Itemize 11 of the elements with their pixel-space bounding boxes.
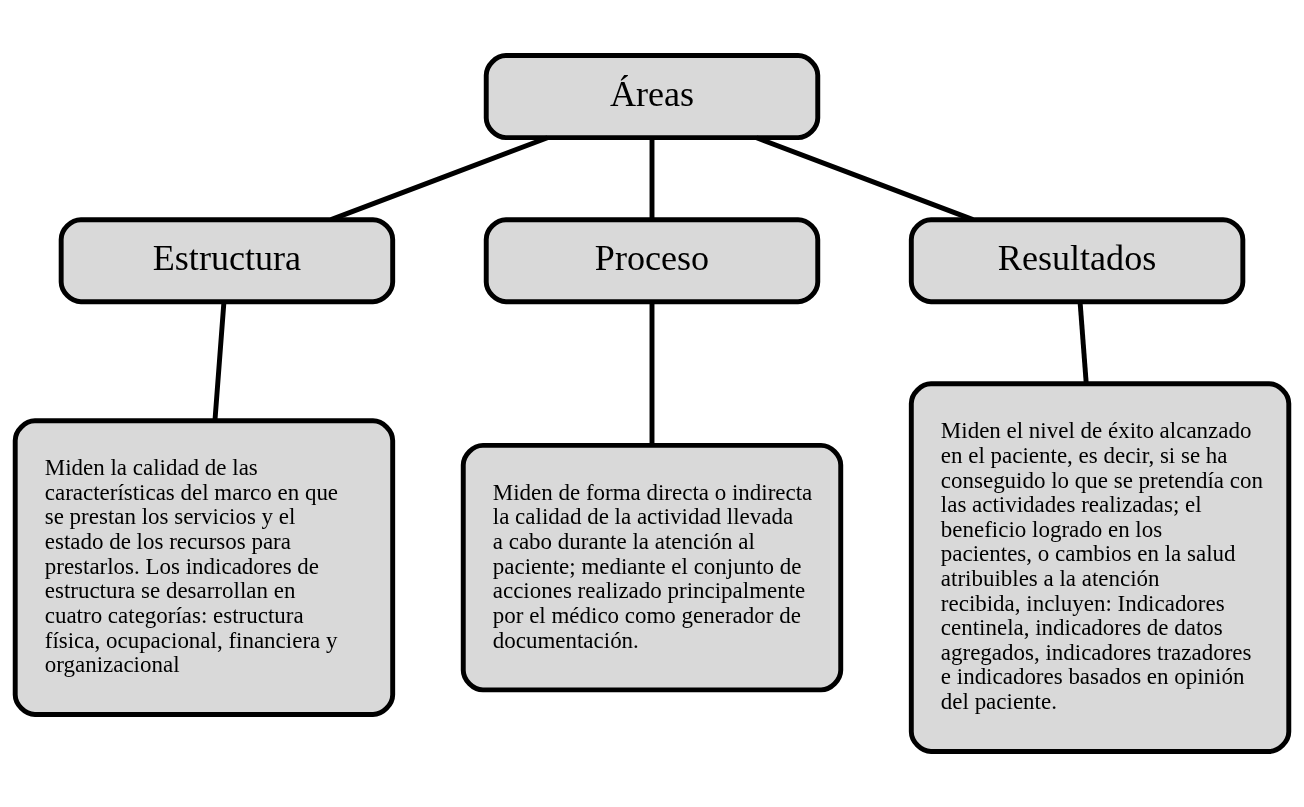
connector <box>212 301 227 421</box>
node-box: Miden la calidad de las características del marco en que se prestan los servicios y el estado de los recursos para prestarlos. Los indicadores de estructura se desarrollan en cuatro categorías: estructura física, ocupacional, financiera y organizacional <box>12 418 396 717</box>
connector <box>1077 301 1089 384</box>
node-box: Miden el nivel de éxito alcanzado en el paciente, es decir, si se ha conseguido lo que se pretendía con las actividades realizadas; el beneficio logrado en los pacientes, o cambios en la salud atribuibles a la atención recibida, incluyen: Indicadores centinela, indicadores de datos agregados, indicadores trazadores e indicadores basados en opinión del paciente. <box>908 381 1292 754</box>
connector <box>649 138 655 220</box>
connector <box>649 302 655 445</box>
node-box: Resultados <box>908 217 1246 305</box>
node-box: Proceso <box>483 217 821 305</box>
node-box: Áreas <box>483 53 821 141</box>
node-box: Estructura <box>58 217 396 305</box>
node-box: Miden de forma directa o indirecta la calidad de la actividad llevada a cabo durante la atención al paciente; mediante el conjunto de acciones realizado principalmente por el médico como generador de documentación. <box>460 442 844 693</box>
